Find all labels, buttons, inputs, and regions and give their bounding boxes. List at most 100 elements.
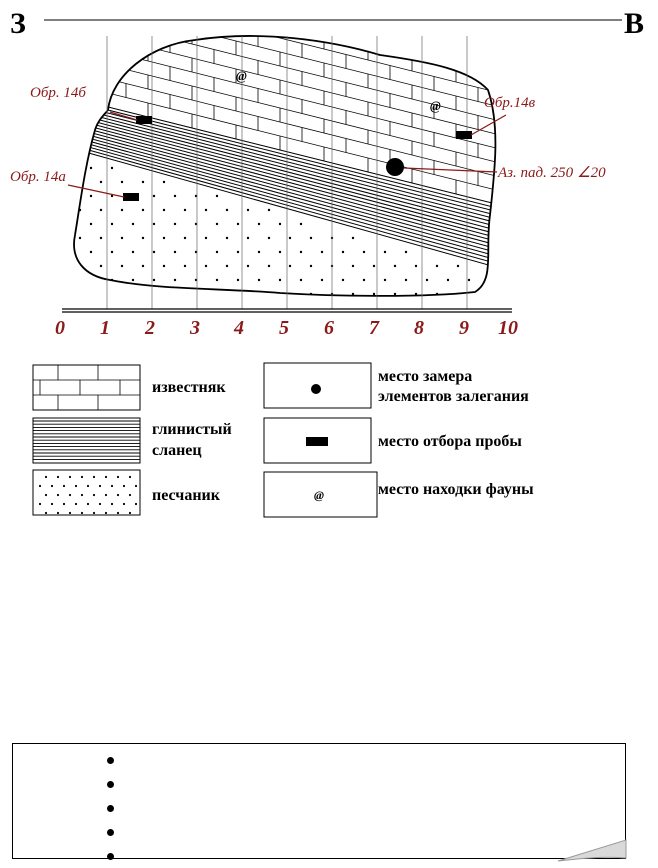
sandstone-dot xyxy=(425,278,429,282)
sandstone-dot xyxy=(309,236,313,240)
sandstone-dot xyxy=(162,292,166,296)
sandstone-dot xyxy=(173,222,177,226)
legend-sand-dot xyxy=(92,511,96,515)
sandstone-dot xyxy=(246,236,250,240)
legend-fauna-mark: @ xyxy=(314,488,324,502)
bullet-icon xyxy=(107,852,114,860)
legend-sand-dot xyxy=(38,502,42,506)
sandstone-dot xyxy=(351,236,355,240)
scale-label-5: 5 xyxy=(279,317,289,339)
sandstone-dot xyxy=(362,278,366,282)
sandstone-dot xyxy=(162,180,166,184)
legend-sand-dot xyxy=(56,511,60,515)
sandstone-dot xyxy=(246,264,250,268)
sandstone-dot xyxy=(173,278,177,282)
sandstone-dot xyxy=(414,264,418,268)
sandstone-dot xyxy=(78,236,82,240)
sandstone-dot xyxy=(215,250,219,254)
page-curl-icon xyxy=(557,839,627,862)
legend-sand-dot xyxy=(68,511,72,515)
note-item xyxy=(107,772,124,796)
legend-sand-dot xyxy=(44,511,48,515)
legend-sand-dot xyxy=(86,502,90,506)
limestone-bed-line xyxy=(74,35,496,99)
legend-swatch-shale-pattern xyxy=(33,420,140,460)
sandstone-dot xyxy=(299,250,303,254)
note-item xyxy=(107,748,124,772)
sandstone-dot xyxy=(120,236,124,240)
sandstone-dot xyxy=(351,264,355,268)
sandstone-dot xyxy=(225,292,229,296)
sandstone-dot xyxy=(225,208,229,212)
scale-label-1: 1 xyxy=(100,317,110,339)
limestone-layer xyxy=(74,35,496,296)
measurement-label: Аз. пад. 250∠20 xyxy=(497,165,606,181)
sandstone-dot xyxy=(131,250,135,254)
sandstone-dot xyxy=(110,166,114,170)
sandstone-dot xyxy=(299,278,303,282)
scale-label-8: 8 xyxy=(414,317,424,339)
sandstone-dot xyxy=(131,278,135,282)
sandstone-dot xyxy=(173,194,177,198)
shale-line xyxy=(74,109,496,230)
bullet-icon xyxy=(107,780,114,788)
legend-sand-dot xyxy=(80,511,84,515)
sandstone-dot xyxy=(89,166,93,170)
sandstone-dot xyxy=(194,278,198,282)
sandstone-dot xyxy=(236,250,240,254)
legend-sand-dot xyxy=(104,475,108,479)
leader-line-measure xyxy=(403,167,498,173)
sandstone-dot xyxy=(89,222,93,226)
shale-line xyxy=(74,141,496,271)
sandstone-dot xyxy=(78,292,82,296)
legend-swatch-sandstone-pattern xyxy=(38,475,138,515)
legend-sand-dot xyxy=(68,475,72,479)
sandstone-dot xyxy=(383,278,387,282)
sandstone-dot xyxy=(69,251,71,253)
sandstone-dot xyxy=(225,236,229,240)
sandstone-dot xyxy=(183,208,187,212)
shale-line xyxy=(74,126,496,252)
legend: известняк глинистый сланец песчаник мест… xyxy=(32,362,534,518)
legend-sand-dot xyxy=(80,475,84,479)
legend-sand-dot xyxy=(44,493,48,497)
legend-sand-dot xyxy=(116,493,120,497)
legend-sand-dot xyxy=(134,502,138,506)
legend-sand-dot xyxy=(56,475,60,479)
legend-sand-dot xyxy=(128,511,132,515)
sample-marker-14a xyxy=(123,193,139,201)
sandstone-dot xyxy=(204,264,208,268)
legend-sand-dot xyxy=(38,484,42,488)
sandstone-dot xyxy=(110,222,114,226)
sandstone-dot xyxy=(194,222,198,226)
sandstone-dot xyxy=(141,180,145,184)
legend-swatch-sandstone xyxy=(32,469,141,516)
legend-swatch-limestone-pattern xyxy=(33,365,140,410)
legend-sand-dot xyxy=(122,502,126,506)
sample-label-14a: Обр. 14а xyxy=(10,169,66,185)
note-item xyxy=(107,844,124,868)
limestone-bed-line xyxy=(74,35,496,127)
leader-line-14b xyxy=(109,111,138,121)
geological-section-diagram: З В 0 1 2 3 4 5 6 7 8 9 10 @ @ Обр. 14б … xyxy=(10,7,644,518)
legend-sand-dot xyxy=(86,484,90,488)
sandstone-dot xyxy=(89,250,93,254)
legend-label-shale-1: глинистый xyxy=(152,421,232,438)
shale-line xyxy=(74,118,496,241)
scale-label-10: 10 xyxy=(498,317,518,339)
legend-sand-dot xyxy=(56,493,60,497)
shale-line xyxy=(74,112,496,234)
sandstone-dot xyxy=(120,292,124,296)
limestone-bed-line xyxy=(74,66,496,183)
sandstone-dot xyxy=(267,236,271,240)
sandstone-dot xyxy=(183,292,187,296)
sandstone-dot xyxy=(372,292,376,296)
sandstone-dot xyxy=(152,222,156,226)
shale-line xyxy=(74,123,496,249)
legend-sand-dot xyxy=(80,493,84,497)
legend-sand-dot xyxy=(110,484,114,488)
sandstone-dot xyxy=(320,250,324,254)
sandstone-dot xyxy=(341,250,345,254)
leader-line-14a xyxy=(67,184,125,198)
shale-line xyxy=(74,94,496,211)
